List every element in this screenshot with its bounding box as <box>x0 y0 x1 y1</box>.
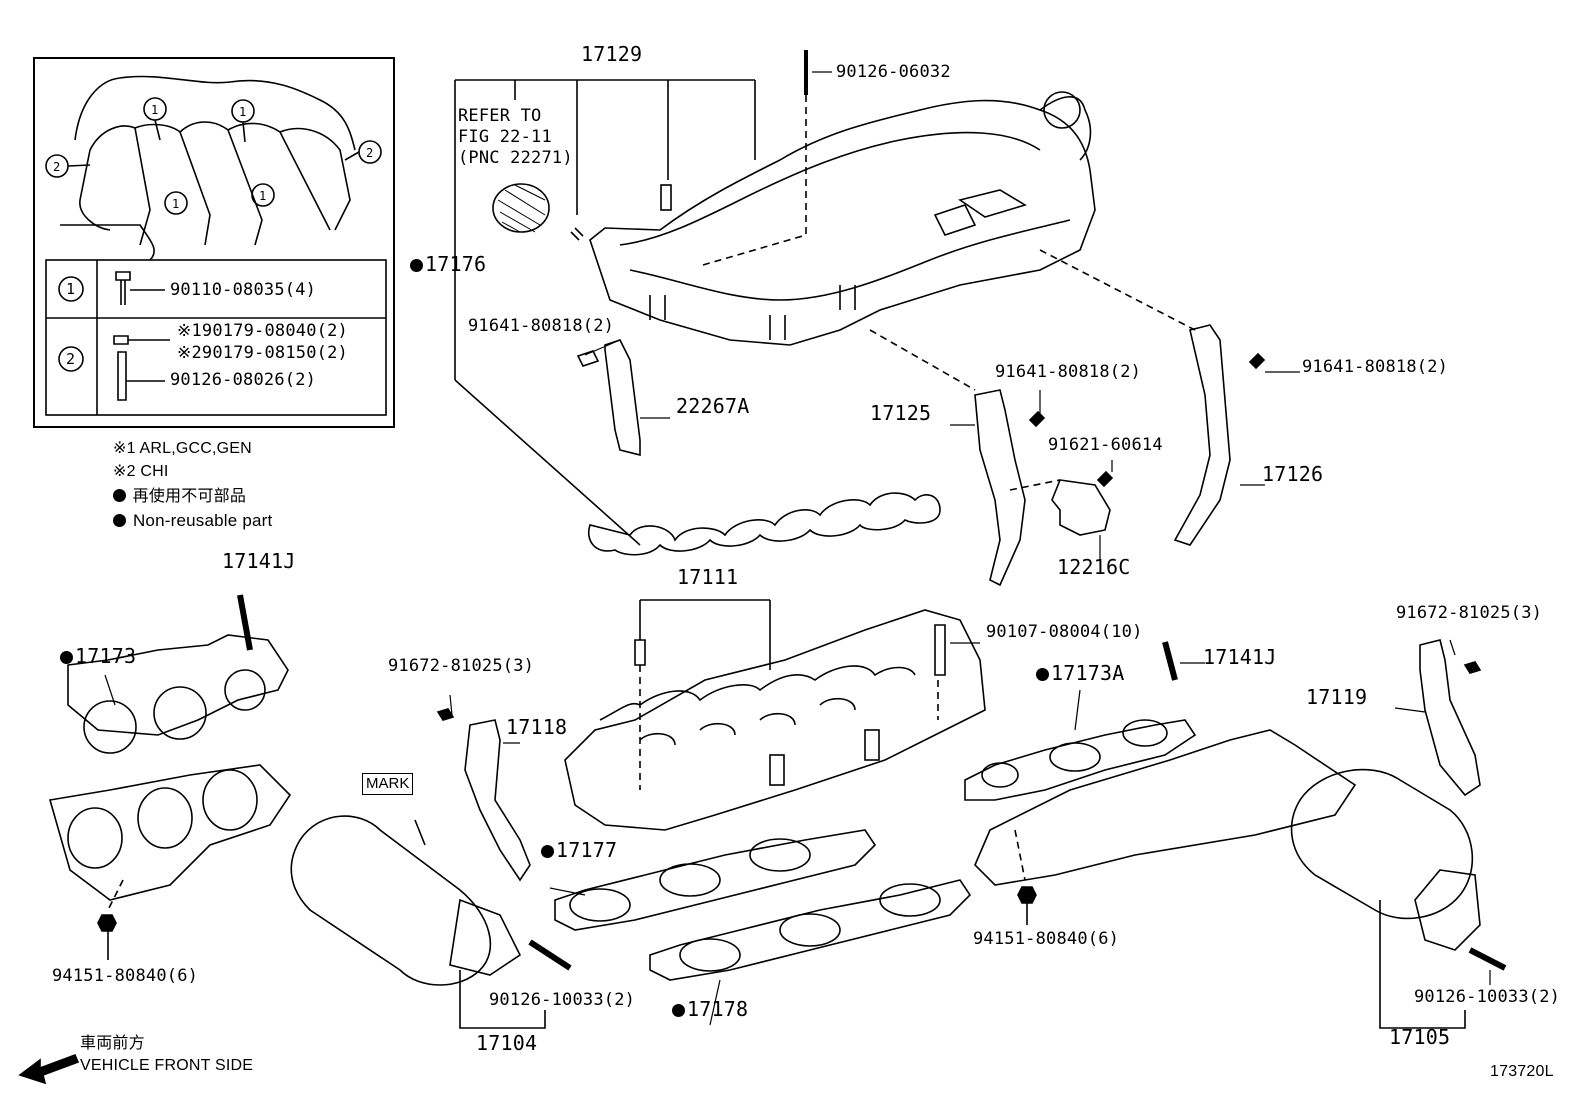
callout-17129-leaders <box>454 79 756 546</box>
part-17141j-b[interactable]: 17141J <box>1203 645 1277 669</box>
bracket-17119 <box>1419 639 1481 797</box>
refer-line3: (PNC 22271) <box>458 148 573 168</box>
part-91621-60614[interactable]: 91621-60614 <box>1048 435 1163 455</box>
bracket-22267a <box>604 339 641 457</box>
legend-row1-part[interactable]: 90110-08035(4) <box>170 280 317 300</box>
legend-table <box>45 259 387 416</box>
part-90107-08004[interactable]: 90107-08004(10) <box>986 622 1143 642</box>
part-22267a[interactable]: 22267A <box>676 394 750 418</box>
non-reusable-dot-icon <box>1036 668 1049 681</box>
part-17126[interactable]: 17126 <box>1262 462 1324 486</box>
note-nonreusable-en: Non-reusable part <box>113 511 272 531</box>
insulator-12216c <box>1051 479 1111 536</box>
note-region2: ※2 CHI <box>113 463 169 480</box>
bracket-17118 <box>464 719 531 882</box>
figure-id: 173720L <box>1490 1063 1554 1080</box>
legend-row2-part-a[interactable]: ※190179-08040(2) <box>177 321 348 341</box>
part-94151-80840-b[interactable]: 94151-80840(6) <box>973 929 1120 949</box>
part-17125[interactable]: 17125 <box>870 401 932 425</box>
part-91641-80818-c[interactable]: 91641-80818(2) <box>1302 357 1449 377</box>
inset-callout-1 <box>251 183 275 207</box>
inset-callout-label: 1 <box>259 189 267 203</box>
intake-manifold-lower <box>564 599 986 831</box>
non-reusable-dot-icon <box>113 514 126 527</box>
non-reusable-dot-icon <box>672 1004 685 1017</box>
non-reusable-dot-icon <box>60 651 73 664</box>
bracket-17126 <box>1173 324 1231 546</box>
front-side-jp: 車両前方 <box>80 1035 145 1052</box>
part-17118[interactable]: 17118 <box>506 715 568 739</box>
part-90126-06032[interactable]: 90126-06032 <box>836 62 951 82</box>
part-91641-80818-a[interactable]: 91641-80818(2) <box>468 316 615 336</box>
part-17111[interactable]: 17111 <box>677 565 739 589</box>
part-17119[interactable]: 17119 <box>1306 685 1368 709</box>
legend-panel <box>33 57 395 428</box>
part-17141j-a[interactable]: 17141J <box>222 549 296 573</box>
part-17129[interactable]: 17129 <box>581 42 643 66</box>
intake-manifold-upper <box>570 91 1096 346</box>
legend-row2-part-c[interactable]: 90126-08026(2) <box>170 370 317 390</box>
part-91672-81025-b[interactable]: 91672-81025(3) <box>1396 603 1543 623</box>
mark-label: MARK <box>362 773 414 795</box>
non-reusable-dot-icon <box>410 259 423 272</box>
inset-callout-label: 2 <box>366 146 374 160</box>
part-17173a[interactable]: 17173A <box>1036 663 1124 683</box>
part-17178[interactable]: 17178 <box>672 999 748 1019</box>
inset-callout-1 <box>164 191 188 215</box>
gasket-17178 <box>649 879 972 981</box>
part-91672-81025-a[interactable]: 91672-81025(3) <box>388 656 535 676</box>
legend-row2-part-b[interactable]: ※290179-08150(2) <box>177 343 348 363</box>
inset-callout-label: 1 <box>151 103 159 117</box>
front-side-en: VEHICLE FRONT SIDE <box>80 1057 254 1074</box>
part-17104[interactable]: 17104 <box>476 1031 538 1055</box>
legend-row1-num: 1 <box>66 280 76 298</box>
part-90126-10033-a[interactable]: 90126-10033(2) <box>489 990 636 1010</box>
inset-callout-label: 1 <box>239 105 247 119</box>
inset-manifold-drawing <box>45 75 382 261</box>
leader-lines <box>104 71 1491 1026</box>
non-reusable-dot-icon <box>113 489 126 502</box>
inset-callout-label: 2 <box>53 160 61 174</box>
exhaust-manifold-right <box>964 719 1481 951</box>
part-17105[interactable]: 17105 <box>1389 1025 1451 1049</box>
part-17177[interactable]: 17177 <box>541 840 617 860</box>
gasket-17177 <box>554 829 877 931</box>
note-region1: ※1 ARL,GCC,GEN <box>113 440 252 457</box>
filter-screen <box>492 183 550 233</box>
inset-callout-label: 1 <box>172 197 180 211</box>
gasket-17176 <box>588 492 941 556</box>
note-nonreusable-jp: 再使用不可部品 <box>113 487 246 507</box>
front-arrow-icon <box>18 1053 80 1085</box>
refer-line2[interactable]: FIG 22-11 <box>458 127 552 147</box>
part-12216c[interactable]: 12216C <box>1057 555 1131 579</box>
part-91641-80818-b[interactable]: 91641-80818(2) <box>995 362 1142 382</box>
part-17173[interactable]: 17173 <box>60 646 136 666</box>
part-17176[interactable]: 17176 <box>410 254 486 274</box>
non-reusable-dot-icon <box>541 845 554 858</box>
bracket-17125 <box>974 389 1026 587</box>
refer-line1: REFER TO <box>458 106 542 126</box>
exhaust-manifold-left <box>48 634 522 986</box>
part-90126-10033-b[interactable]: 90126-10033(2) <box>1414 987 1561 1007</box>
legend-row2-num: 2 <box>66 350 76 368</box>
part-94151-80840-a[interactable]: 94151-80840(6) <box>52 966 199 986</box>
